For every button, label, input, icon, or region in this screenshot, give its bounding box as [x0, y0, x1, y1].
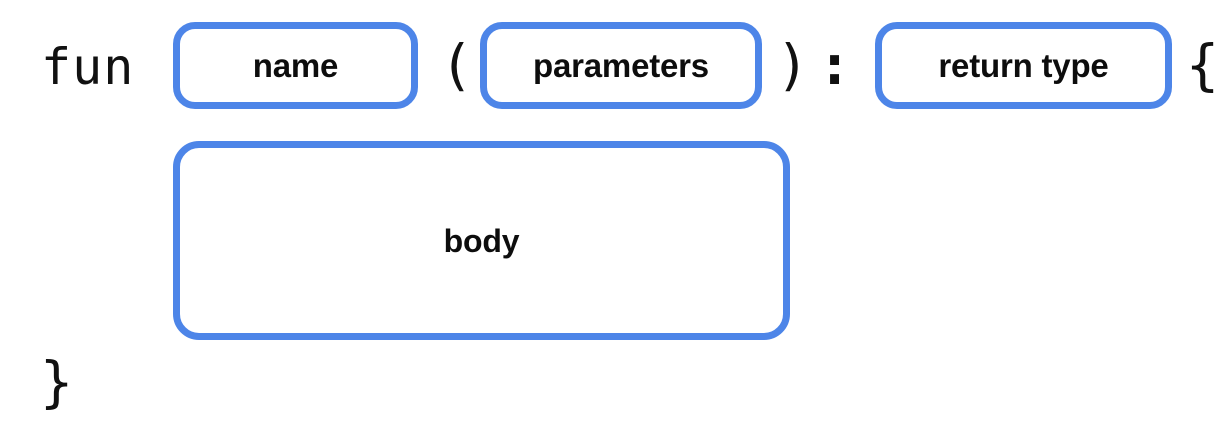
- slot-body-label: body: [443, 222, 520, 259]
- slot-body[interactable]: body: [173, 141, 790, 340]
- slot-name[interactable]: name: [173, 22, 418, 109]
- slot-parameters-label: parameters: [533, 47, 709, 84]
- keyword-fun: fun: [41, 38, 135, 96]
- paren-open-token: (: [440, 33, 474, 97]
- slot-return-type[interactable]: return type: [875, 22, 1172, 109]
- brace-close-token: }: [40, 350, 74, 414]
- paren-close-token: ): [776, 33, 810, 97]
- slot-parameters[interactable]: parameters: [480, 22, 762, 109]
- slot-name-label: name: [252, 47, 339, 84]
- brace-open-token: {: [1186, 33, 1220, 97]
- slot-return-type-label: return type: [938, 47, 1109, 84]
- colon-token: :: [818, 33, 852, 97]
